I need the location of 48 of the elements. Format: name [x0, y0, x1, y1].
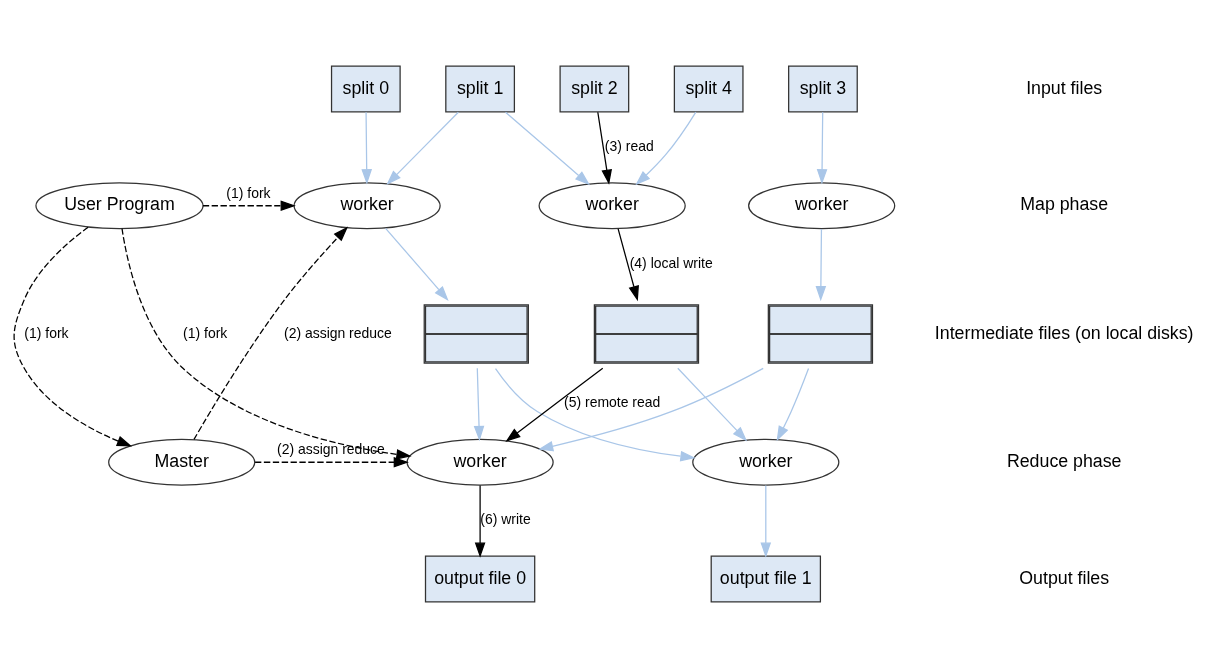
- edge-label: (2) assign reduce: [283, 324, 392, 341]
- arrow: [617, 228, 639, 302]
- arrow: [254, 456, 409, 468]
- edge-label: (1) fork: [183, 324, 228, 341]
- arrow: [121, 227, 412, 460]
- label: Reduce phase: [1006, 450, 1122, 471]
- node-box: split 2: [559, 65, 630, 113]
- arrow: [193, 226, 349, 440]
- node-box: split 0: [330, 65, 401, 113]
- arrow: [760, 484, 772, 558]
- node-box: output file 0: [424, 555, 536, 603]
- node-ellipse: worker: [748, 182, 896, 230]
- arrow: [385, 227, 449, 301]
- node-box: split 4: [673, 65, 744, 113]
- edge-label: (5) remote read: [564, 394, 661, 411]
- arrow: [494, 368, 696, 462]
- arrow: [538, 367, 764, 452]
- arrow: [473, 367, 485, 442]
- arrow: [677, 367, 748, 442]
- arrow: [816, 111, 828, 185]
- label: Input files: [1026, 77, 1103, 98]
- edge-label: (1) fork: [226, 184, 271, 201]
- arrow: [776, 367, 810, 442]
- arrow: [13, 226, 133, 447]
- node-box: output file 1: [710, 555, 822, 603]
- arrow: [505, 367, 604, 442]
- node-ellipse: worker: [538, 182, 686, 230]
- label: Map phase: [1020, 194, 1109, 215]
- edge-label: (2) assign reduce: [277, 441, 385, 458]
- node-ellipse: worker: [692, 438, 840, 486]
- node-box: split 1: [445, 65, 516, 113]
- arrow: [386, 111, 459, 186]
- arrow: [474, 484, 486, 558]
- arrow: [202, 200, 296, 212]
- edge-label: (6) write: [480, 511, 531, 528]
- arrow: [361, 111, 373, 185]
- node-ellipse: User Program: [35, 182, 204, 230]
- label: Intermediate files (on local disks): [934, 322, 1194, 343]
- arrow: [815, 228, 827, 302]
- edge-label: (1) fork: [24, 324, 69, 341]
- edge-label: (3) read: [604, 137, 654, 154]
- arrow: [504, 111, 590, 186]
- arrow: [597, 111, 613, 185]
- node-ellipse: worker: [293, 182, 441, 230]
- label: Output files: [1019, 567, 1110, 588]
- edge-label: (4) local write: [629, 254, 713, 271]
- node-box: split 3: [788, 65, 858, 113]
- arrow: [635, 111, 697, 186]
